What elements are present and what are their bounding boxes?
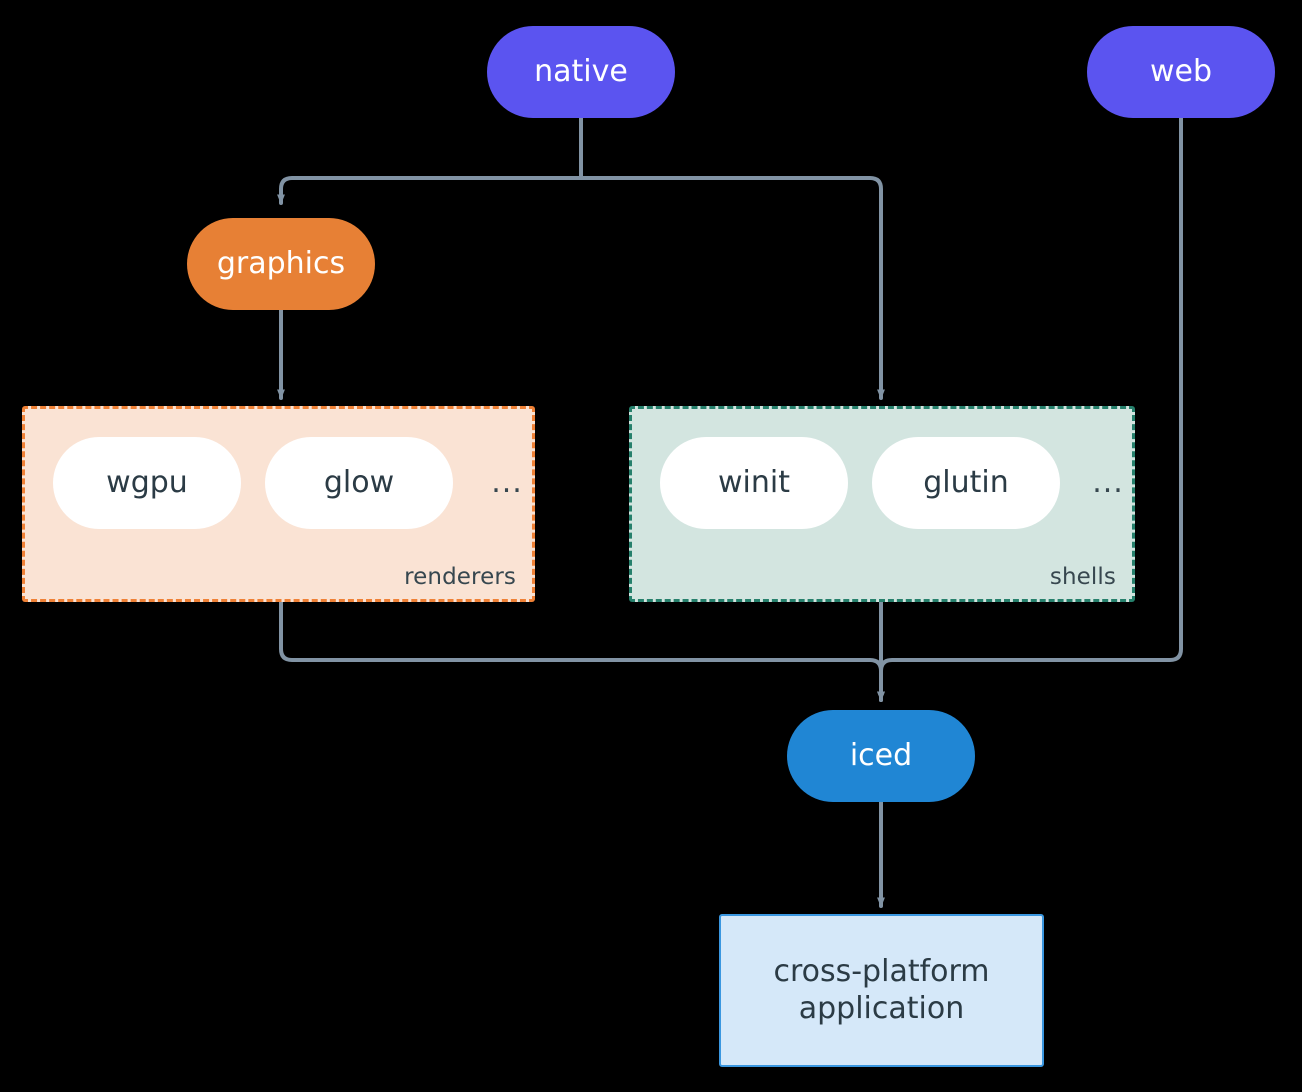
group-renderers: wgpu glow ... renderers bbox=[22, 406, 535, 602]
node-native[interactable]: native bbox=[487, 26, 675, 118]
edge-native-to-shells bbox=[579, 116, 885, 400]
group-shells: winit glutin ... shells bbox=[629, 406, 1135, 602]
shell-item-glutin[interactable]: glutin bbox=[872, 437, 1060, 529]
renderer-item-wgpu[interactable]: wgpu bbox=[53, 437, 241, 529]
edge-renderers-to-iced bbox=[279, 600, 885, 702]
renderers-overflow-ellipsis: ... bbox=[491, 464, 523, 500]
node-graphics[interactable]: graphics bbox=[187, 218, 375, 310]
group-shells-label: shells bbox=[1049, 563, 1116, 590]
shells-overflow-ellipsis: ... bbox=[1092, 464, 1124, 500]
edge-native-to-graphics bbox=[277, 116, 583, 205]
node-iced[interactable]: iced bbox=[787, 710, 975, 802]
node-web[interactable]: web bbox=[1087, 26, 1275, 118]
renderer-item-glow[interactable]: glow bbox=[265, 437, 453, 529]
node-cross-platform-application[interactable]: cross-platform application bbox=[719, 914, 1044, 1067]
group-renderers-label: renderers bbox=[404, 563, 516, 590]
shell-item-winit[interactable]: winit bbox=[660, 437, 848, 529]
